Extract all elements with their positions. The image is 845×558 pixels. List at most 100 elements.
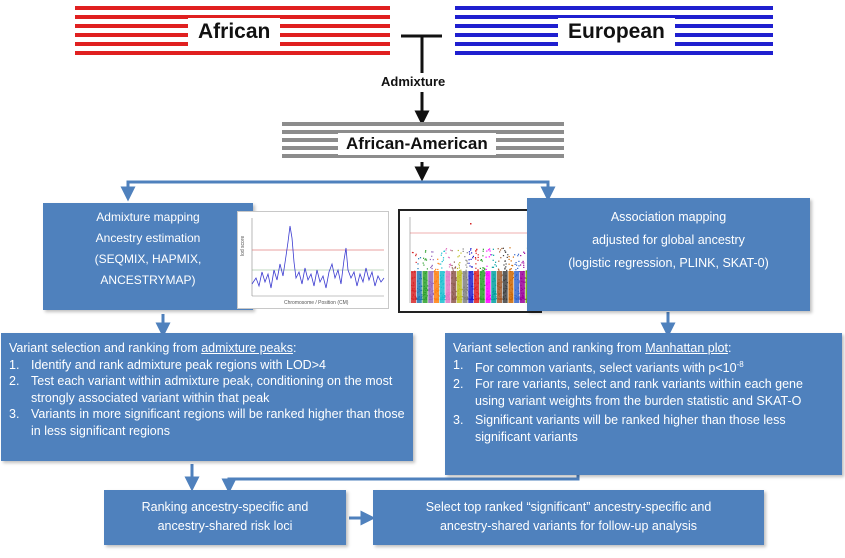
list-item: 1.Identify and rank admixture peak regio… [9,357,326,372]
manhattan-point [502,247,504,249]
manhattan-point [485,256,487,258]
manhattan-point [465,269,467,271]
manhattan-point [481,269,483,271]
admixture-lod-plot: lod score Chromosome / Position (CM) [237,211,389,309]
manhattan-point [480,259,483,261]
manhattan-point [412,252,414,254]
manhattan-point [455,297,457,299]
manhattan-chromosome-band [485,271,491,303]
admixture-selection-intro: Variant selection and ranking from admix… [9,341,297,355]
manhattan-point [497,248,499,250]
manhattan-point [469,265,471,267]
manhattan-point [466,252,468,254]
manhattan-point [509,268,511,270]
manhattan-point [450,264,452,266]
list-item: 3.Variants in more significant regions w… [9,407,405,438]
manhattan-point [445,248,448,250]
manhattan-point [467,297,469,299]
manhattan-point [465,259,467,261]
manhattan-point [475,263,477,265]
manhattan-chromosome-band [496,271,502,303]
manhattan-point [423,264,425,266]
association-box-line-3: (logistic regression, PLINK, SKAT-0) [568,256,769,270]
manhattan-point [518,271,520,273]
manhattan-point [508,258,510,260]
manhattan-point [514,254,516,256]
manhattan-selection-list: 1.For common variants, select variants w… [453,357,834,446]
manhattan-point [501,274,503,276]
ranking-line-1: Ranking ancestry-specific and [141,500,309,514]
manhattan-chromosome-band [462,271,468,303]
manhattan-point [491,266,493,268]
manhattan-point [474,257,477,259]
manhattan-point [424,251,427,253]
manhattan-point [508,256,510,258]
manhattan-point [465,264,467,266]
manhattan-point [504,250,506,252]
manhattan-point [417,263,419,265]
list-item: 2.Test each variant within admixture pea… [9,374,393,405]
manhattan-point [512,256,514,258]
manhattan-point [460,252,462,254]
manhattan-point [508,263,510,265]
manhattan-point [422,262,424,264]
manhattan-chromosome-band [514,271,520,303]
manhattan-chromosome-band [474,271,480,303]
manhattan-point [425,259,428,261]
manhattan-point [523,262,525,264]
manhattan-point [510,260,512,262]
select-line-1: Select top ranked “significant” ancestry… [425,500,712,514]
manhattan-point [429,258,431,261]
manhattan-point [515,262,517,264]
manhattan-point [524,298,526,300]
manhattan-point [484,268,486,270]
manhattan-point [489,250,491,252]
branch-line [120,180,556,202]
manhattan-point [505,263,507,265]
manhattan-point [464,256,466,258]
manhattan-point [442,259,444,261]
manhattan-point [432,293,434,296]
manhattan-point [444,296,446,298]
manhattan-point [504,267,506,269]
admixture-label: Admixture [381,74,446,89]
manhattan-point [491,254,493,256]
manhattan-point [524,252,526,254]
manhattan-point [462,250,464,252]
manhattan-point [445,252,447,254]
manhattan-point [510,268,512,270]
admixture-box-line-4: ANCESTRYMAP) [100,273,196,287]
manhattan-point [466,260,468,262]
manhattan-point [421,296,423,298]
manhattan-point [484,269,486,271]
manhattan-point [455,279,457,281]
manhattan-point [454,267,456,269]
african-label: African [188,18,281,46]
manhattan-point [470,266,473,268]
manhattan-point [509,247,511,249]
manhattan-point [441,261,443,263]
manhattan-point [467,279,469,281]
manhattan-point [459,262,461,264]
manhattan-point [415,261,417,263]
manhattan-point [514,263,516,265]
manhattan-point [448,264,451,266]
manhattan-point [477,269,479,271]
manhattan-point [459,270,461,272]
manhattan-point [440,254,442,256]
manhattan-point [469,253,471,255]
manhattan-point [505,251,507,253]
manhattan-point [431,265,433,268]
manhattan-point [452,270,454,272]
manhattan-point [431,268,433,270]
manhattan-point [456,267,459,270]
manhattan-point [518,280,520,282]
manhattan-point [449,263,452,265]
manhattan-point [504,260,506,262]
manhattan-plot [398,209,542,313]
manhattan-point [501,247,503,250]
manhattan-point [495,261,497,263]
manhattan-point [452,268,454,270]
manhattan-point [430,266,432,269]
